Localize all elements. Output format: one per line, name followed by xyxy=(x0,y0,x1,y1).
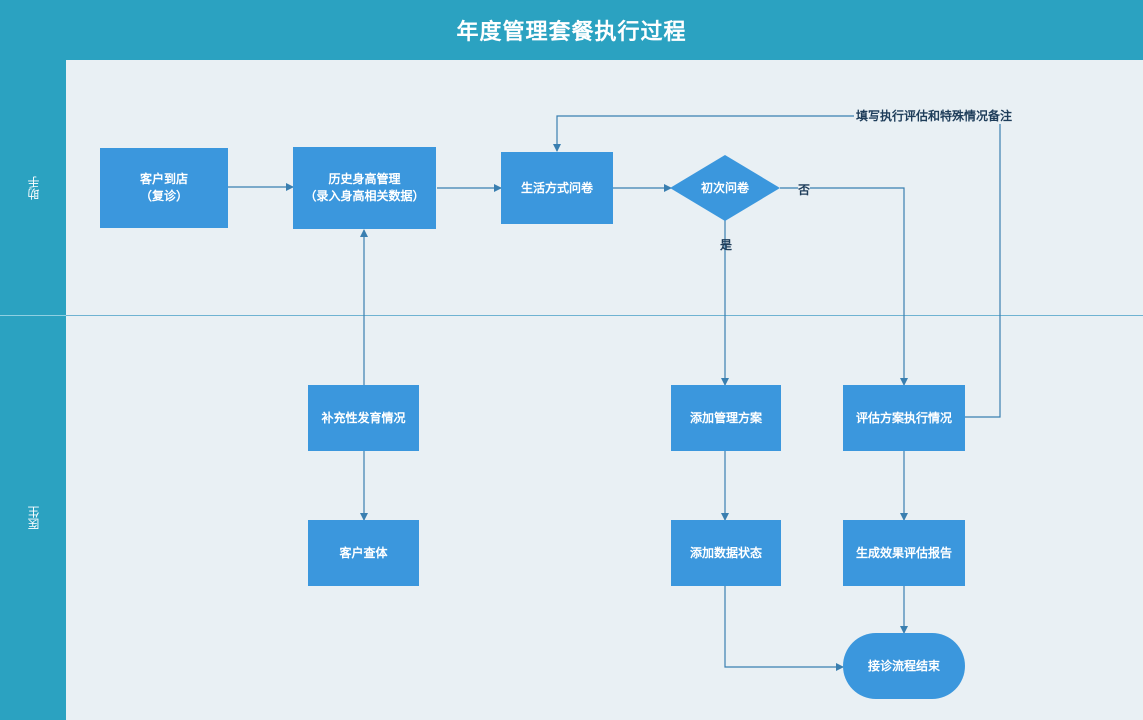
node-lifestyle: 生活方式问卷 xyxy=(501,152,613,224)
decision-diamond xyxy=(670,155,780,221)
node-history-line2: （录入身高相关数据） xyxy=(304,189,425,203)
lane-doctor: 医生 xyxy=(0,316,66,720)
node-history: 历史身高管理 （录入身高相关数据） xyxy=(293,147,436,229)
lane-divider xyxy=(0,315,1143,316)
node-arrive-line1: 客户到店 xyxy=(139,172,188,186)
lane-divider-left xyxy=(0,315,66,316)
diagram-title: 年度管理套餐执行过程 xyxy=(0,0,1143,60)
node-add-plan: 添加管理方案 xyxy=(671,385,781,451)
node-arrive: 客户到店 （复诊） xyxy=(100,148,228,228)
label-yes: 是 xyxy=(720,238,733,252)
node-exam: 客户查体 xyxy=(308,520,419,586)
label-no: 否 xyxy=(798,181,811,198)
edge-status-end xyxy=(724,586,844,671)
node-add-status: 添加数据状态 xyxy=(671,520,781,586)
node-supplement: 补充性发育情况 xyxy=(308,385,419,451)
node-history-line1: 历史身高管理 xyxy=(328,172,401,186)
node-evaluate: 评估方案执行情况 xyxy=(843,385,965,451)
label-feedback: 填写执行评估和特殊情况备注 xyxy=(854,107,1015,124)
node-end: 接诊流程结束 xyxy=(843,633,965,699)
node-arrive-line2: （复诊） xyxy=(139,189,188,203)
node-report: 生成效果评估报告 xyxy=(843,520,965,586)
edge-decision-no xyxy=(780,187,908,386)
node-decision: 初次问卷 xyxy=(700,180,749,195)
lane-assistant: 助手 xyxy=(0,60,66,315)
